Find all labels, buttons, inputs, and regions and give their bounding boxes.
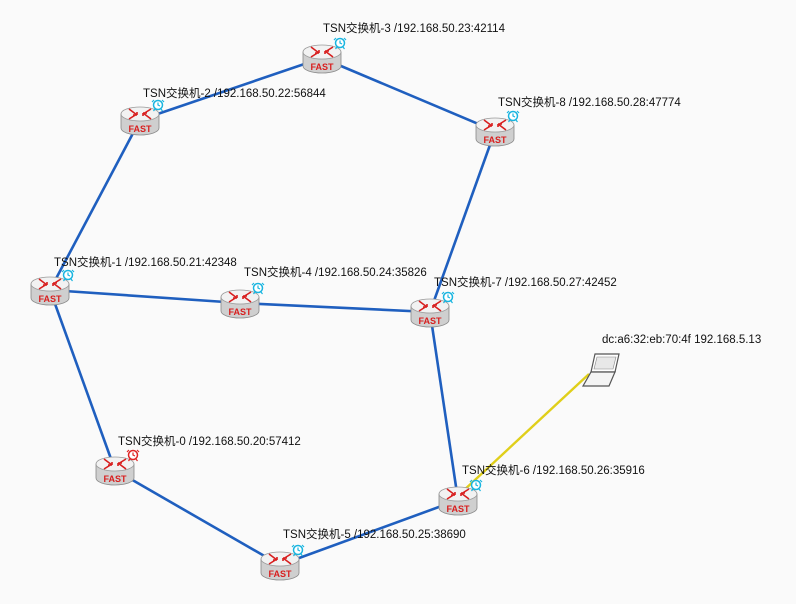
arrows-icon bbox=[228, 291, 252, 303]
switch-label: TSN交换机-5 /192.168.50.25:38690 bbox=[283, 529, 466, 541]
link-sw1-sw0[interactable] bbox=[48, 289, 117, 471]
switch-sw3[interactable]: FAST bbox=[302, 37, 347, 74]
arrows-icon bbox=[103, 458, 127, 470]
alarm-clock-icon bbox=[61, 269, 75, 282]
switch-sw1[interactable]: FAST bbox=[30, 269, 75, 306]
router-icon bbox=[120, 106, 160, 122]
switch-sw7[interactable]: FAST bbox=[410, 291, 455, 328]
host-label: dc:a6:32:eb:70:4f 192.168.5.13 bbox=[602, 334, 762, 346]
router-icon bbox=[220, 289, 260, 305]
alarm-clock-icon bbox=[506, 110, 520, 123]
router-badge: FAST bbox=[483, 135, 507, 145]
router-badge: FAST bbox=[128, 124, 152, 134]
link-sw3-sw2[interactable] bbox=[139, 56, 323, 122]
switch-sw6[interactable]: FAST bbox=[438, 479, 483, 516]
router-badge: FAST bbox=[446, 504, 470, 514]
arrows-icon bbox=[268, 553, 292, 565]
router-badge: FAST bbox=[418, 316, 442, 326]
alarm-clock-icon bbox=[151, 99, 165, 112]
switch-label: TSN交换机-0 /192.168.50.20:57412 bbox=[118, 436, 301, 448]
router-badge: FAST bbox=[38, 294, 62, 304]
router-badge: FAST bbox=[268, 569, 292, 579]
switch-label: TSN交换机-1 /192.168.50.21:42348 bbox=[54, 257, 237, 269]
router-icon bbox=[410, 298, 450, 314]
switch-sw0[interactable]: FAST bbox=[95, 449, 140, 486]
alarm-clock-icon bbox=[251, 282, 265, 295]
alarm-clock-icon bbox=[333, 37, 347, 50]
alarm-clock-icon bbox=[126, 449, 140, 462]
switch-label: TSN交换机-4 /192.168.50.24:35826 bbox=[244, 267, 427, 279]
switch-label: TSN交换机-7 /192.168.50.27:42452 bbox=[434, 277, 617, 289]
arrows-icon bbox=[418, 300, 442, 312]
router-icon bbox=[30, 276, 70, 292]
alarm-clock-icon bbox=[469, 479, 483, 492]
router-icon bbox=[302, 44, 342, 60]
switch-sw4[interactable]: FAST bbox=[220, 282, 265, 319]
alarm-clock-icon bbox=[441, 291, 455, 304]
router-icon bbox=[260, 551, 300, 567]
arrows-icon bbox=[483, 119, 507, 131]
router-badge: FAST bbox=[228, 307, 252, 317]
arrows-icon bbox=[128, 108, 152, 120]
switch-label: TSN交换机-8 /192.168.50.28:47774 bbox=[498, 97, 681, 109]
router-icon bbox=[438, 486, 478, 502]
link-sw4-sw7[interactable] bbox=[239, 301, 431, 314]
router-icon bbox=[95, 456, 135, 472]
switch-label: TSN交换机-6 /192.168.50.26:35916 bbox=[462, 465, 645, 477]
link-sw8-sw7[interactable] bbox=[428, 130, 497, 313]
switch-sw5[interactable]: FAST bbox=[260, 544, 305, 581]
router-icon bbox=[475, 117, 515, 133]
alarm-clock-icon bbox=[291, 544, 305, 557]
link-sw3-sw8[interactable] bbox=[321, 56, 496, 133]
link-sw1-sw4[interactable] bbox=[49, 288, 241, 305]
switch-label: TSN交换机-2 /192.168.50.22:56844 bbox=[143, 88, 326, 100]
laptop-icon[interactable] bbox=[581, 353, 620, 387]
router-badge: FAST bbox=[310, 62, 334, 72]
router-badge: FAST bbox=[103, 474, 127, 484]
link-sw2-sw1[interactable] bbox=[48, 119, 142, 291]
switch-sw2[interactable]: FAST bbox=[120, 99, 165, 136]
arrows-icon bbox=[446, 488, 470, 500]
link-sw0-sw5[interactable] bbox=[114, 468, 281, 567]
arrows-icon bbox=[310, 46, 334, 58]
arrows-icon bbox=[38, 278, 62, 290]
link-sw7-sw6[interactable] bbox=[428, 311, 460, 501]
switch-label: TSN交换机-3 /192.168.50.23:42114 bbox=[323, 23, 505, 35]
host-link[interactable] bbox=[461, 373, 590, 493]
switch-sw8[interactable]: FAST bbox=[475, 110, 520, 147]
link-sw5-sw6[interactable] bbox=[279, 498, 459, 567]
